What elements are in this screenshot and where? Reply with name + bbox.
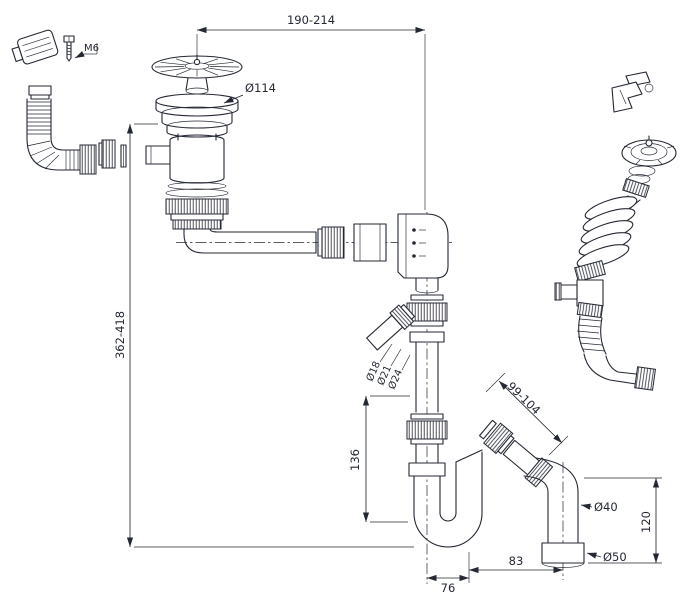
dim-bottom-left: 76: [427, 552, 470, 595]
p-trap: [408, 449, 483, 548]
angled-connector: [366, 304, 416, 351]
screw-thread-label: M6: [74, 43, 99, 59]
strainer-assembly: [145, 54, 243, 230]
pipe-nut: [317, 226, 345, 259]
dim-trap-height: 136: [348, 395, 410, 523]
strainer-diameter-label: Ø114: [223, 81, 276, 104]
screw-part: [63, 35, 75, 62]
assembled-tee-fitting: [554, 260, 606, 319]
drain-elbow-pipe: [183, 228, 317, 254]
outlet-d50-label: Ø50: [586, 550, 627, 564]
assembled-outlet-elbow: [583, 353, 657, 391]
outlet-elbow: [523, 457, 579, 493]
dim-overall-height-text: 362-418: [113, 311, 127, 359]
assembled-coil-hose: [576, 195, 641, 268]
diagonal-assembly: [479, 419, 554, 488]
dim-d50-text: Ø50: [603, 550, 627, 564]
dim-trap-height-text: 136: [348, 449, 362, 471]
dim-d40-text: Ø40: [594, 500, 618, 514]
dim-m6-text: M6: [84, 43, 99, 54]
outlet-d40-label: Ø40: [580, 500, 618, 514]
outlet-pipe: [541, 491, 585, 568]
assembled-strainer: [621, 135, 677, 199]
dim-top-width-text: 190-214: [287, 13, 335, 27]
hose-nut-part: [98, 139, 116, 169]
dim-overall-height: 362-418: [113, 123, 414, 548]
vertical-pipe-lower: [406, 331, 448, 464]
assembled-view: [554, 71, 677, 391]
connector-diameter-labels: Ø18 Ø21 Ø24: [364, 343, 411, 391]
assembled-lower-hose: [576, 315, 607, 355]
dim-strainer-diameter-text: Ø114: [245, 81, 276, 95]
washer-part: [120, 144, 127, 168]
flexible-hose-part: [26, 85, 97, 175]
overflow-cover-part: [11, 29, 59, 65]
pipe-spacer: [353, 223, 387, 262]
dim-bottom-left-text: 76: [441, 581, 456, 595]
dim-top-width: 190-214: [196, 13, 426, 210]
outlet-elbow-block: [397, 213, 449, 279]
dim-outlet-height-text: 120: [639, 511, 653, 533]
dim-outlet-height: 120: [584, 477, 662, 564]
centerlines: [176, 212, 564, 584]
dim-diagonal-text: 99-104: [504, 379, 543, 417]
assembled-overflow-clip: [611, 71, 654, 113]
dim-bottom-right-text: 83: [509, 554, 524, 568]
dim-bottom-right: 83: [469, 554, 563, 574]
